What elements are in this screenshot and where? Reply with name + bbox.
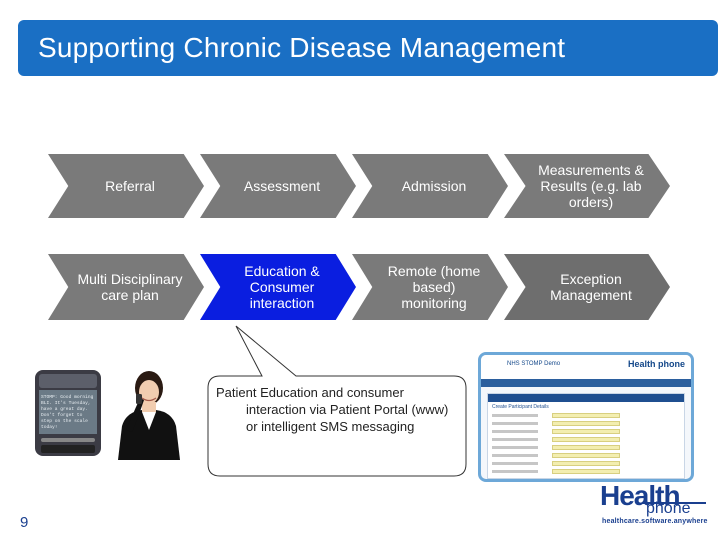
form-row [492, 461, 680, 466]
process-step-label: Exception Management [550, 271, 632, 303]
logo-tagline: healthcare.software.anywhere [602, 518, 708, 525]
phone-sms-line: Don't forget to [41, 412, 83, 418]
process-step-label: Assessment [243, 178, 321, 194]
form-row [492, 437, 680, 442]
process-step-care-plan: Multi Disciplinary care plan [48, 254, 204, 320]
portal-form-title: Create Participant Details [492, 404, 549, 410]
callout-line-rest: interaction via Patient Portal (www) or … [246, 402, 449, 434]
process-step-label: Admission [401, 178, 467, 194]
phone-sms-line: STOMP: Good morning [41, 394, 94, 400]
portal-nav-bar [481, 379, 691, 387]
portal-form: Create Participant Details [487, 393, 685, 479]
process-step-label: Education & Consumer interaction [244, 263, 320, 311]
phone-sms-line: have a great day. [41, 406, 88, 412]
logo-underline [642, 502, 706, 504]
callout-text: Patient Education and consumer interacti… [216, 384, 460, 435]
portal-header: NHS STOMP Demo Health phone [481, 355, 691, 379]
woman-on-phone-illustration [118, 371, 180, 460]
slide-title: Supporting Chronic Disease Management [38, 32, 566, 63]
patient-portal-screenshot: NHS STOMP Demo Health phone Create Parti… [478, 352, 694, 482]
callout-line-1: Patient Education and consumer [216, 385, 404, 400]
form-row [492, 429, 680, 434]
page-number: 9 [20, 514, 29, 531]
form-row [492, 469, 680, 474]
title-bar: Supporting Chronic Disease Management [18, 20, 718, 76]
phone-sms-line: today! [41, 424, 58, 430]
form-row [492, 413, 680, 418]
logo-word-phone: phone [646, 500, 691, 517]
logo-word-health: Health [600, 480, 681, 511]
process-step-exception: Exception Management [504, 254, 670, 320]
process-step-label: Remote (home based) monitoring [387, 263, 481, 311]
process-step-referral: Referral [48, 154, 204, 218]
process-step-measurements: Measurements & Results (e.g. lab orders) [504, 154, 670, 218]
process-step-label: Measurements & Results (e.g. lab orders) [538, 162, 644, 210]
process-step-label: Multi Disciplinary care plan [77, 271, 183, 303]
mobile-phone-icon: STOMP: Good morning BLI. It's Tuesday, h… [35, 370, 101, 456]
portal-logo: Health phone [627, 359, 685, 369]
healthphone-logo: Health phone healthcare.software.anywher… [600, 480, 712, 530]
process-step-education: Education & Consumer interaction [200, 254, 356, 320]
process-step-remote-monitoring: Remote (home based) monitoring [352, 254, 508, 320]
process-step-assessment: Assessment [200, 154, 356, 218]
portal-form-header [488, 394, 684, 402]
process-step-admission: Admission [352, 154, 508, 218]
form-row [492, 421, 680, 426]
portal-header-title: NHS STOMP Demo [507, 361, 561, 367]
phone-sms-line: step on the scale [41, 418, 88, 424]
form-row [492, 453, 680, 458]
form-row [492, 445, 680, 450]
process-step-label: Referral [105, 178, 155, 194]
phone-sms-line: BLI. It's Tuesday, [41, 400, 91, 406]
